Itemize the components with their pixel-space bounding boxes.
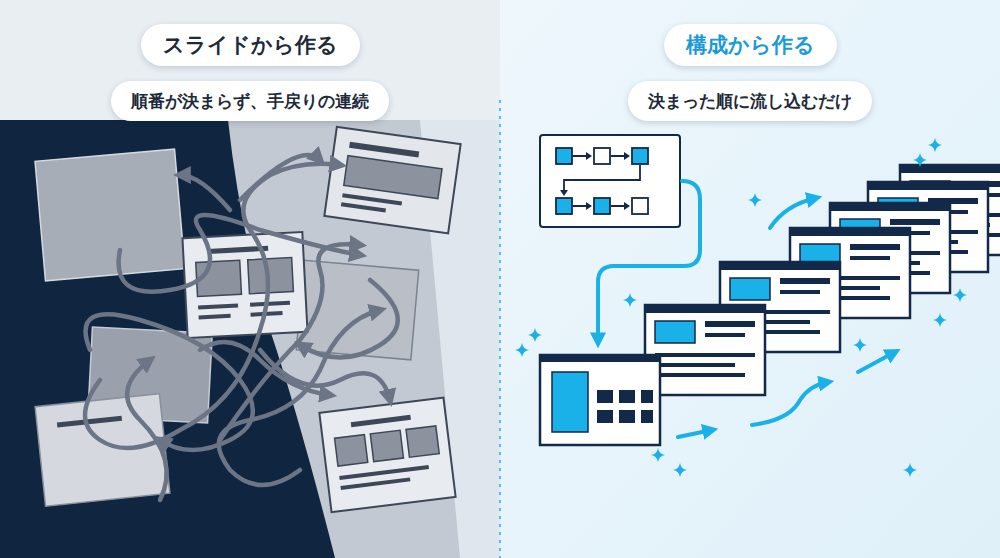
heading-pill: スライドから作る bbox=[141, 24, 360, 66]
heading-pill: 決まった順に流し込むだけ bbox=[628, 81, 872, 121]
heading-pill: 順番が決まらず、手戻りの連続 bbox=[111, 81, 389, 121]
pill-text: スライドから作る bbox=[163, 31, 338, 59]
heading-pill: 構成から作る bbox=[664, 24, 837, 66]
pill-text: 決まった順に流し込むだけ bbox=[648, 89, 852, 113]
pill-text: 順番が決まらず、手戻りの連続 bbox=[131, 89, 369, 113]
pill-text: 構成から作る bbox=[686, 31, 815, 59]
